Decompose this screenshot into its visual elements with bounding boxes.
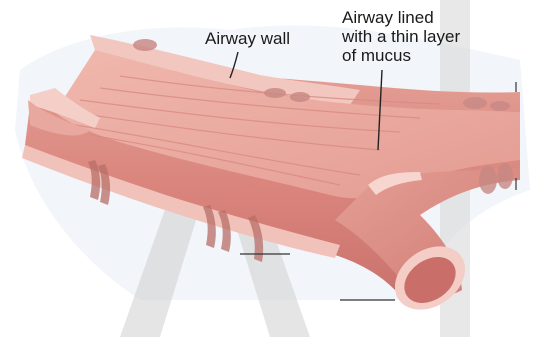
airway-mucus-label-line1: Airway lined xyxy=(342,8,460,27)
airway-mucus-label-line3: of mucus xyxy=(342,46,460,65)
airway-mucus-label-line2: with a thin layer xyxy=(342,27,460,46)
airway-wall-label: Airway wall xyxy=(205,29,290,48)
airway-mucus-label: Airway lined with a thin layer of mucus xyxy=(342,8,460,65)
